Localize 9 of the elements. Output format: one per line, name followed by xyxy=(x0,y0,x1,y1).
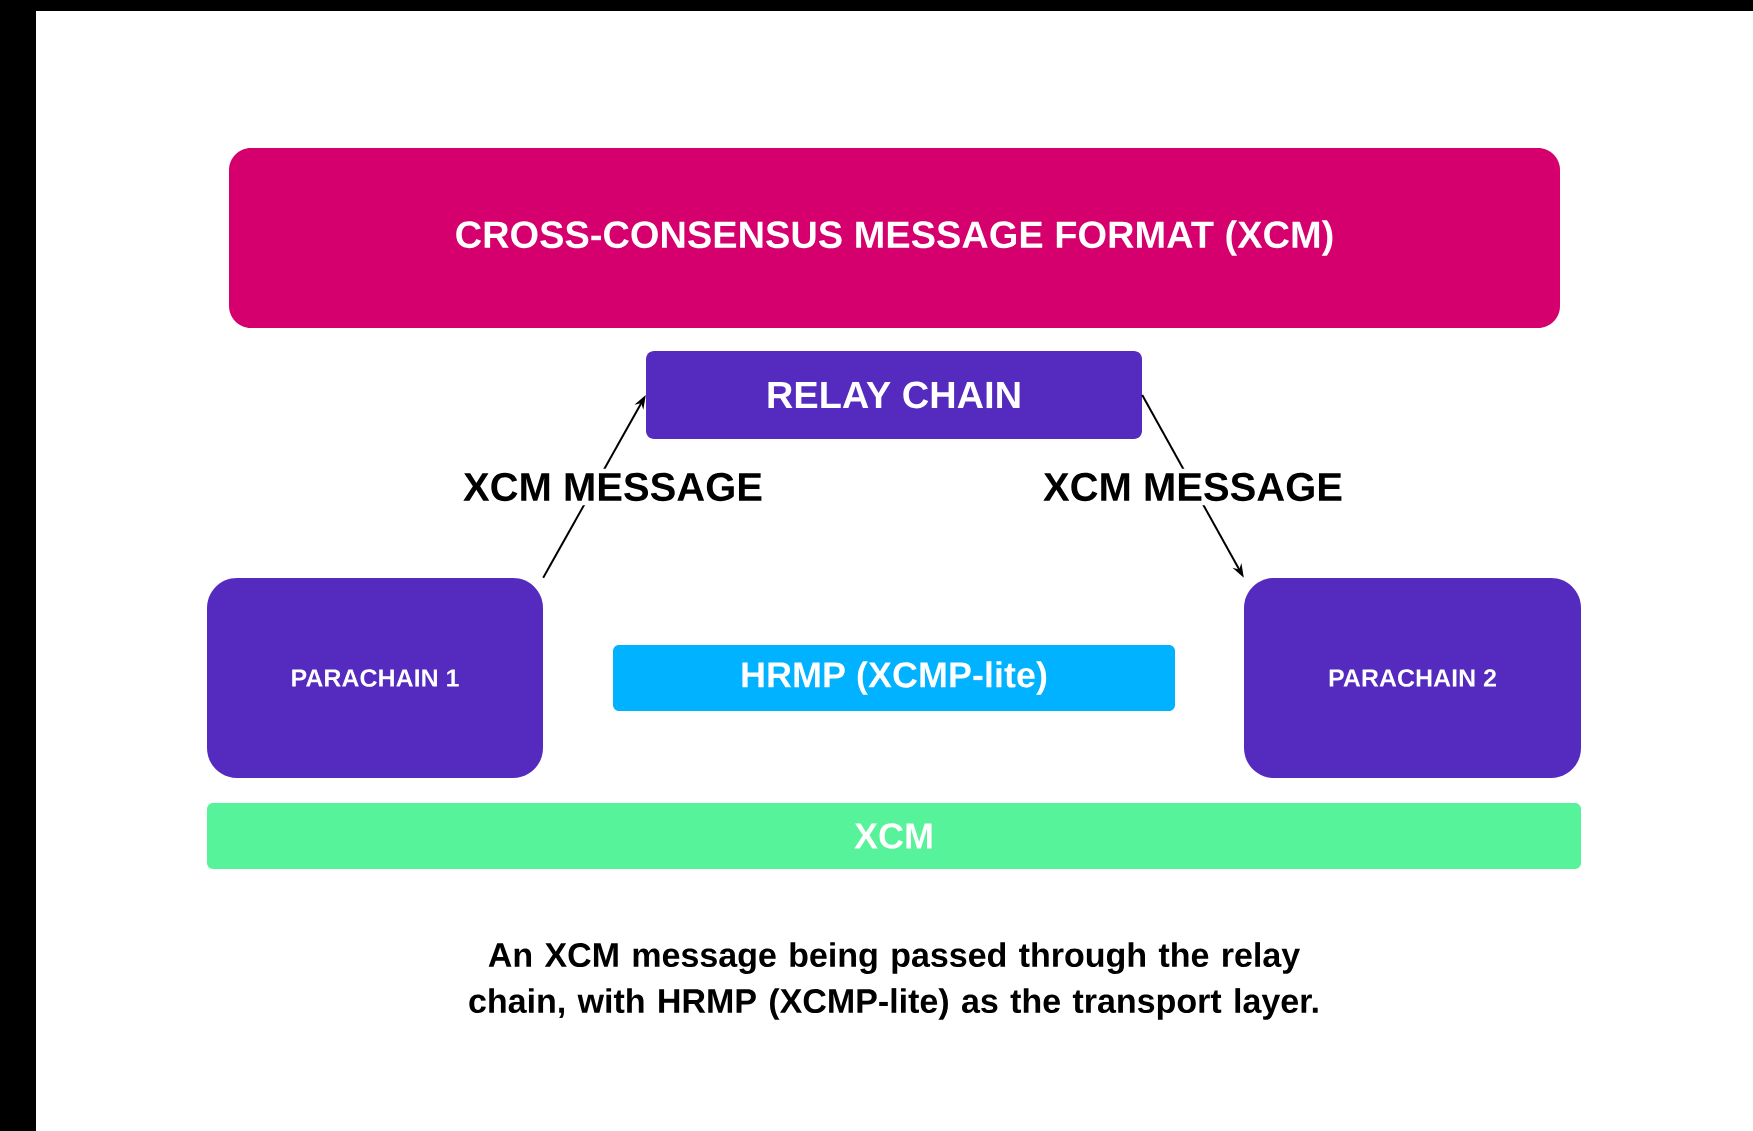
parachain-box: PARACHAIN 1 xyxy=(207,578,543,778)
relay-box: RELAY CHAIN xyxy=(646,351,1142,439)
caption: An XCM message being passed through the relay chain, with HRMP (XCMP-lite) as the transport layer. xyxy=(469,942,1318,1020)
transport-bar: HRMP (XCMP-lite) xyxy=(613,645,1175,711)
edge-label: XCM MESSAGE xyxy=(1039,468,1348,506)
edge-label: XCM MESSAGE xyxy=(459,468,768,506)
layer-bar: XCM xyxy=(207,803,1581,869)
parachain-box: PARACHAIN 2 xyxy=(1244,578,1581,778)
title-banner: CROSS-CONSENSUS MESSAGE FORMAT (XCM) xyxy=(229,148,1560,328)
